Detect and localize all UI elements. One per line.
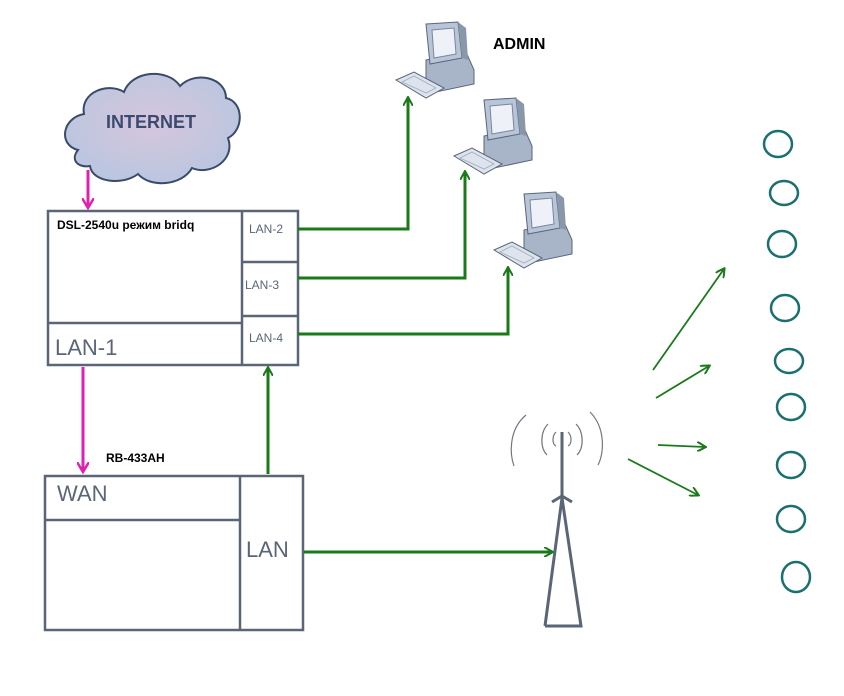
router-port-wan: WAN: [57, 481, 108, 506]
wireless-client-icon: [775, 392, 807, 422]
computer-icon: [492, 191, 573, 269]
internet-label: INTERNET: [106, 112, 196, 132]
dsl-modem-title: DSL-2540u режим bridq: [57, 218, 194, 232]
computer-icon: [452, 97, 533, 175]
antenna-tower-icon: [510, 411, 603, 628]
wireless-arrow: [627, 458, 698, 495]
computer-icon: [394, 21, 475, 99]
dsl-port-lan2: LAN-2: [249, 222, 283, 236]
lan4-to-pc3-link: [298, 268, 508, 336]
router-title: RB-433AH: [106, 451, 165, 465]
wireless-client-icon: [766, 229, 798, 259]
wireless-client-icon: [769, 293, 801, 323]
internet-cloud: INTERNET: [64, 73, 241, 185]
wireless-arrow: [657, 445, 705, 447]
router: RB-433AH WAN LAN: [43, 451, 305, 632]
wireless-client-icon: [773, 347, 805, 375]
dsl-port-lan3: LAN-3: [245, 278, 279, 292]
wireless-client-icon: [768, 179, 800, 207]
dsl-modem: DSL-2540u режим bridq LAN-1 LAN-2 LAN-3 …: [46, 209, 300, 367]
wireless-client-icon: [775, 504, 807, 534]
wireless-arrow: [652, 269, 724, 371]
admin-label: ADMIN: [493, 36, 545, 53]
dsl-port-lan1: LAN-1: [55, 335, 117, 360]
wireless-arrow: [655, 366, 709, 399]
router-port-lan: LAN: [246, 537, 289, 562]
wireless-client-icon: [762, 129, 794, 159]
wireless-client-icon: [780, 560, 812, 594]
lan2-to-admin-link: [298, 98, 408, 231]
dsl-port-lan4: LAN-4: [249, 331, 283, 345]
wireless-client-icon: [775, 450, 807, 480]
lan3-to-pc2-link: [298, 172, 465, 280]
